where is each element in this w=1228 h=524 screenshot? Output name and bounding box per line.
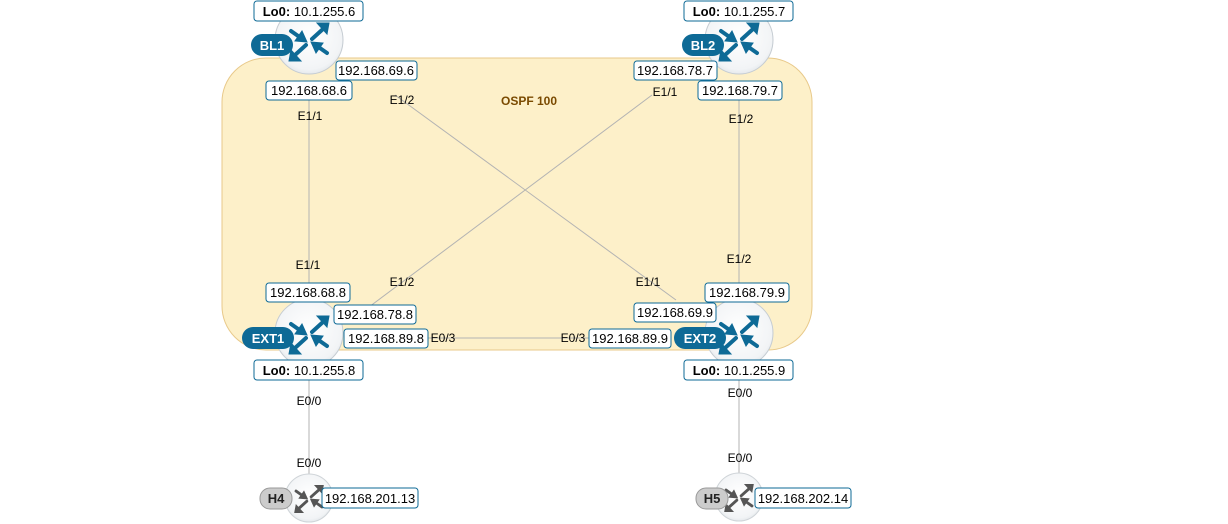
bl2-loopback-label: Lo0: 10.1.255.7 <box>683 0 794 22</box>
ext2-loopback-label: Lo0: 10.1.255.9 <box>683 359 794 381</box>
svg-text:192.168.68.6: 192.168.68.6 <box>271 83 347 98</box>
bl1-loopback-label: Lo0: 10.1.255.6 <box>253 0 364 22</box>
ip-label-ext2-e11: 192.168.69.9 <box>633 302 717 323</box>
h5-ip-label: 192.168.202.14 <box>754 487 852 509</box>
port-ext2-e11: E1/1 <box>636 275 661 289</box>
port-ext1-e03: E0/3 <box>431 331 456 345</box>
ip-label-ext2-e12: 192.168.79.9 <box>704 282 790 303</box>
link-bl1-ext2 <box>394 94 677 301</box>
ip-label-ext1-e11: 192.168.68.8 <box>265 282 351 303</box>
ospf-area-region <box>221 57 813 351</box>
port-ext2-e12: E1/2 <box>727 252 752 266</box>
router-name: EXT1 <box>252 331 285 346</box>
svg-text:Lo0: 10.1.255.8: Lo0: 10.1.255.8 <box>263 363 356 378</box>
h4-ip-label: 192.168.201.13 <box>321 487 419 509</box>
port-bl2-e11: E1/1 <box>653 85 678 99</box>
port-labels: E1/1 E1/2 E1/1 E1/2 E1/1 E1/2 E0/3 E0/0 … <box>296 85 754 470</box>
port-h4-e00: E0/0 <box>297 456 322 470</box>
svg-text:192.168.69.6: 192.168.69.6 <box>338 63 414 78</box>
svg-text:Lo0: 10.1.255.6: Lo0: 10.1.255.6 <box>263 4 356 19</box>
host-name: H5 <box>704 491 721 506</box>
svg-text:192.168.69.9: 192.168.69.9 <box>637 305 713 320</box>
router-name: EXT2 <box>684 331 717 346</box>
router-name: BL1 <box>260 38 285 53</box>
port-ext1-e11: E1/1 <box>296 258 321 272</box>
host-h5[interactable]: H5 <box>695 472 764 522</box>
host-name: H4 <box>268 491 285 506</box>
ip-label-ext2-e03: 192.168.89.9 <box>588 328 672 349</box>
link-bl2-ext1 <box>364 94 653 311</box>
router-name-badge <box>682 34 724 56</box>
router-ext1[interactable]: EXT1 <box>242 298 344 368</box>
router-name: BL2 <box>691 38 716 53</box>
svg-text:192.168.78.8: 192.168.78.8 <box>337 307 413 322</box>
svg-text:Lo0: 10.1.255.9: Lo0: 10.1.255.9 <box>693 363 786 378</box>
ip-label-bl1-e11: 192.168.68.6 <box>265 80 353 101</box>
ip-label-bl1-e12: 192.168.69.6 <box>335 60 418 81</box>
svg-text:192.168.89.8: 192.168.89.8 <box>348 331 424 346</box>
ospf-area-label: OSPF 100 <box>501 94 557 108</box>
port-ext1-e00: E0/0 <box>297 394 322 408</box>
host-name-badge <box>259 487 293 510</box>
port-ext1-e12: E1/2 <box>390 275 415 289</box>
svg-text:192.168.79.9: 192.168.79.9 <box>709 285 785 300</box>
ip-label-ext1-e12: 192.168.78.8 <box>333 304 417 325</box>
router-name-badge <box>242 327 294 349</box>
router-name-badge <box>251 34 293 56</box>
svg-text:Lo0: 10.1.255.7: Lo0: 10.1.255.7 <box>693 4 786 19</box>
ext1-loopback-label: Lo0: 10.1.255.8 <box>253 359 364 381</box>
port-ext2-e03: E0/3 <box>561 331 586 345</box>
svg-text:192.168.201.13: 192.168.201.13 <box>325 491 415 506</box>
router-name-badge <box>674 327 726 349</box>
port-bl2-e12: E1/2 <box>729 112 754 126</box>
svg-text:192.168.68.8: 192.168.68.8 <box>270 285 346 300</box>
svg-text:192.168.89.9: 192.168.89.9 <box>592 331 668 346</box>
host-name-badge <box>695 487 729 510</box>
ip-label-bl2-e12: 192.168.79.7 <box>697 80 783 101</box>
port-ext2-e00: E0/0 <box>728 386 753 400</box>
svg-text:192.168.78.7: 192.168.78.7 <box>637 63 713 78</box>
port-bl1-e12: E1/2 <box>390 93 415 107</box>
ip-label-bl2-e11: 192.168.78.7 <box>633 60 718 81</box>
ip-label-ext1-e03: 192.168.89.8 <box>343 328 429 349</box>
svg-text:192.168.202.14: 192.168.202.14 <box>758 491 848 506</box>
links <box>308 94 740 480</box>
port-h5-e00: E0/0 <box>728 451 753 465</box>
port-bl1-e11: E1/1 <box>298 109 323 123</box>
svg-text:192.168.79.7: 192.168.79.7 <box>702 83 778 98</box>
